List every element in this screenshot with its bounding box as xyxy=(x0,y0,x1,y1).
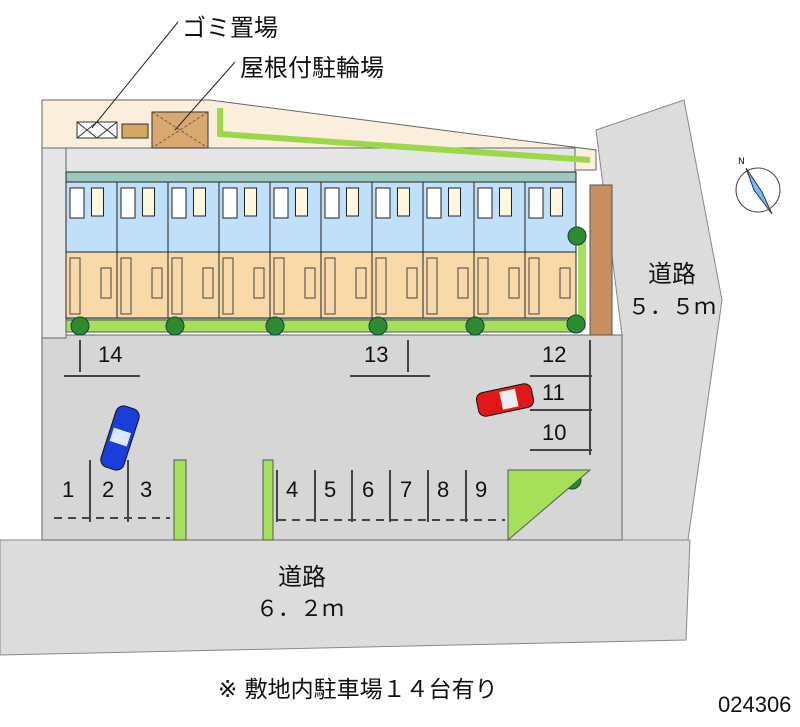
hedge-right xyxy=(578,230,586,330)
parking-space-5: 5 xyxy=(324,477,336,502)
bicycle-icon xyxy=(121,123,149,139)
corner-garden xyxy=(507,469,592,542)
planter-left xyxy=(173,459,187,541)
apartment-unit xyxy=(422,181,475,319)
brick-wall xyxy=(589,184,613,336)
tree-icon xyxy=(465,316,485,336)
leader-line-bike xyxy=(174,61,236,131)
parking-space-2: 2 xyxy=(102,477,114,502)
parking-space-3: 3 xyxy=(140,477,152,502)
apartment-unit xyxy=(65,181,118,319)
tree-icon xyxy=(567,226,587,246)
hedge-bottom xyxy=(65,319,582,333)
parking-space-14: 14 xyxy=(98,342,122,367)
garbage-bin-icon xyxy=(76,121,118,139)
car-red xyxy=(475,383,535,417)
compass-icon: N xyxy=(735,157,781,215)
parking-space-13: 13 xyxy=(364,342,388,367)
apartment-building xyxy=(65,171,577,323)
car-blue xyxy=(100,405,140,471)
parking-space-10: 10 xyxy=(542,420,566,445)
tree-icon xyxy=(165,316,185,336)
property-code: 024306 xyxy=(718,692,791,717)
apartment-unit xyxy=(218,181,271,319)
parking-lines xyxy=(54,340,592,522)
road-right-name: 道路 xyxy=(648,260,696,288)
leader-line-garbage xyxy=(91,21,179,129)
tree-icon xyxy=(368,316,388,336)
bike-shelter-roof-lines xyxy=(151,111,209,149)
parking-space-11: 11 xyxy=(542,380,565,405)
apartment-unit xyxy=(473,181,526,319)
apartment-unit xyxy=(116,181,169,319)
road-bottom xyxy=(0,539,691,656)
tree-icon xyxy=(566,314,586,334)
apartment-unit xyxy=(524,181,577,319)
parking-note: ※ 敷地内駐車場１４台有り xyxy=(218,677,498,703)
hedge-top xyxy=(217,108,591,163)
apartment-unit xyxy=(320,181,373,319)
parking-space-12: 12 xyxy=(542,342,566,367)
planter-right xyxy=(262,459,274,541)
parking-space-9: 9 xyxy=(475,477,487,502)
garbage-label: ゴミ置場 xyxy=(182,14,278,42)
apartment-unit xyxy=(371,181,424,319)
road-bottom-width: ６．２ｍ xyxy=(256,597,344,622)
parking-space-4: 4 xyxy=(286,477,298,502)
road-bottom-name: 道路 xyxy=(278,563,326,591)
parking-space-7: 7 xyxy=(400,477,412,502)
apartment-unit xyxy=(167,181,220,319)
apartment-unit xyxy=(269,181,322,319)
road-right-width: ５．５ｍ xyxy=(628,295,716,320)
compass-north-label: N xyxy=(738,157,745,167)
tree-icon xyxy=(265,316,285,336)
garbage-area xyxy=(76,121,118,139)
parking-space-6: 6 xyxy=(362,477,374,502)
parking-space-8: 8 xyxy=(437,477,449,502)
tree-icon xyxy=(70,316,90,336)
parking-space-1: 1 xyxy=(62,477,74,502)
left-strip xyxy=(41,147,67,339)
bike-shelter-label: 屋根付駐輪場 xyxy=(240,54,384,82)
